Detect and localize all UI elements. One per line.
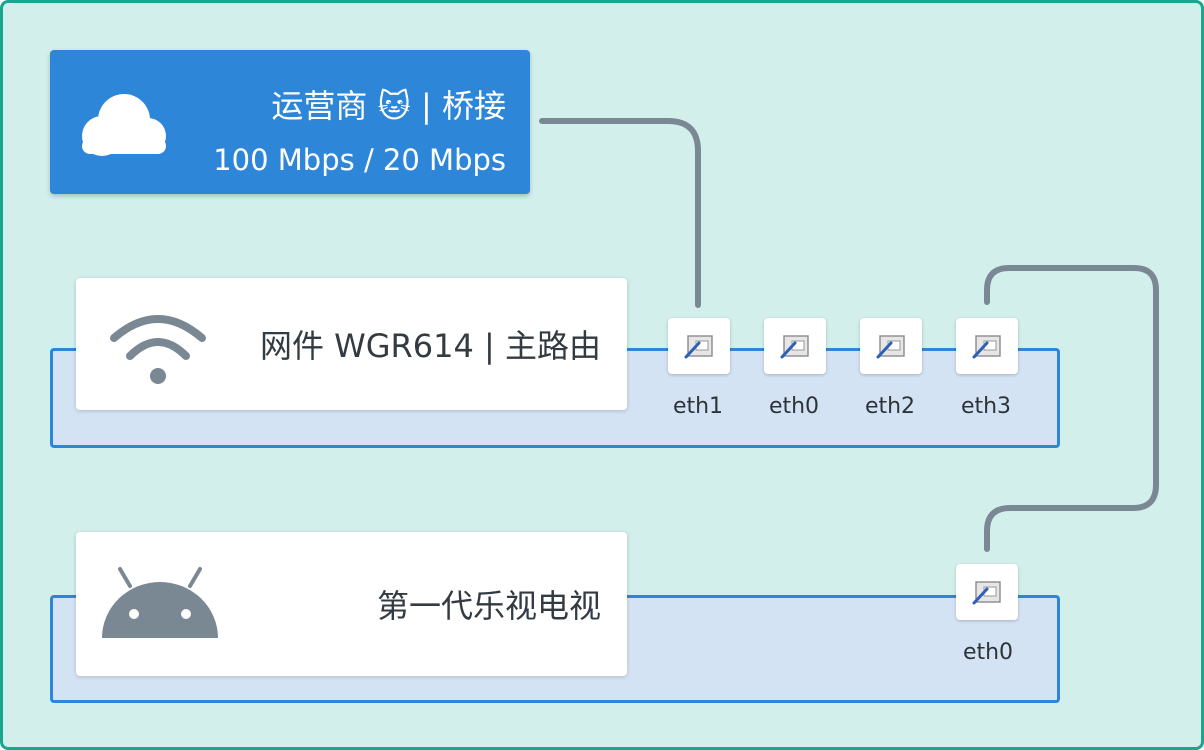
- ethernet-port-icon: [972, 335, 1001, 359]
- ethernet-port-icon: [780, 335, 809, 359]
- port-router-eth2[interactable]: [860, 318, 922, 374]
- port-label: eth0: [768, 394, 820, 419]
- port-label: eth3: [960, 394, 1012, 419]
- link-isp-to-eth1: [539, 118, 701, 308]
- ethernet-port-icon: [876, 335, 905, 359]
- ethernet-port-icon: [684, 335, 713, 359]
- port-label: eth0: [962, 640, 1014, 665]
- port-router-eth1[interactable]: [668, 318, 730, 374]
- port-label: eth2: [864, 394, 916, 419]
- isp-node[interactable]: 运营商 🐱 | 桥接 100 Mbps / 20 Mbps: [50, 50, 530, 194]
- isp-title: 运营商 🐱 | 桥接: [271, 87, 506, 125]
- tv-card[interactable]: 第一代乐视电视: [76, 532, 627, 676]
- port-label: eth1: [672, 394, 724, 419]
- cloud-icon: [82, 94, 166, 156]
- wifi-icon: [110, 315, 206, 384]
- isp-speed: 100 Mbps / 20 Mbps: [213, 143, 506, 177]
- link-eth3-to-tv-eth0: [984, 265, 1159, 552]
- android-icon: [102, 567, 218, 638]
- port-router-eth3[interactable]: [956, 318, 1018, 374]
- router-name: 网件 WGR614 | 主路由: [259, 327, 601, 365]
- port-router-eth0[interactable]: [764, 318, 826, 374]
- ethernet-port-icon: [972, 581, 1001, 605]
- port-tv-eth0[interactable]: [956, 564, 1018, 620]
- router-card[interactable]: 网件 WGR614 | 主路由: [76, 278, 627, 410]
- tv-name: 第一代乐视电视: [376, 587, 601, 625]
